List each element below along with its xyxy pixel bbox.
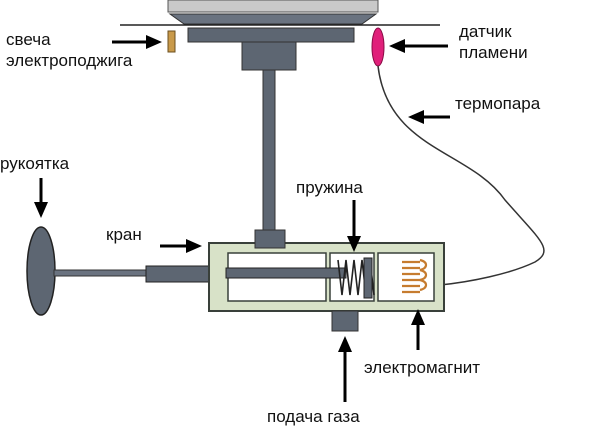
- burner-body: [187, 27, 355, 43]
- arrow-spark-plug: [112, 35, 162, 49]
- arrow-spring: [347, 200, 361, 252]
- tube-connector-top: [254, 229, 286, 249]
- burner-cap: [168, 13, 378, 25]
- flame-sensor: [371, 27, 385, 67]
- label-spring: пружина: [296, 178, 363, 197]
- arrow-valve: [160, 239, 202, 253]
- label-spark-plug-line1: свеча: [6, 30, 51, 49]
- burner-top-grate: [167, 0, 379, 13]
- label-thermocouple: термопара: [455, 94, 541, 113]
- label-valve: кран: [106, 225, 142, 244]
- gas-tube: [262, 69, 276, 231]
- label-flame-sensor-line1: датчик: [459, 22, 512, 41]
- label-flame-sensor-line2: пламени: [459, 43, 528, 62]
- burner: [120, 0, 440, 231]
- arrow-thermocouple: [408, 110, 450, 124]
- arrow-handle: [34, 178, 48, 218]
- arrows: [34, 35, 450, 402]
- arrow-flame-sensor: [389, 39, 448, 53]
- thermocouple-wire: [377, 65, 545, 286]
- label-gas-supply: подача газа: [267, 407, 360, 426]
- label-spark-plug-line2: электроподжига: [6, 51, 133, 70]
- gas-inlet-port: [331, 310, 359, 332]
- inner-rod: [225, 267, 347, 279]
- spring-plunger: [363, 257, 373, 299]
- handle-knob: [26, 226, 56, 316]
- electromagnet-coil: [402, 258, 428, 294]
- arrow-electromagnet: [411, 309, 425, 350]
- handle-stem: [53, 269, 150, 277]
- label-electromagnet: электромагнит: [364, 358, 480, 377]
- label-handle: рукоятка: [0, 154, 70, 173]
- spark-plug: [167, 30, 176, 53]
- arrow-gas-supply: [338, 336, 352, 402]
- burner-neck: [241, 41, 297, 71]
